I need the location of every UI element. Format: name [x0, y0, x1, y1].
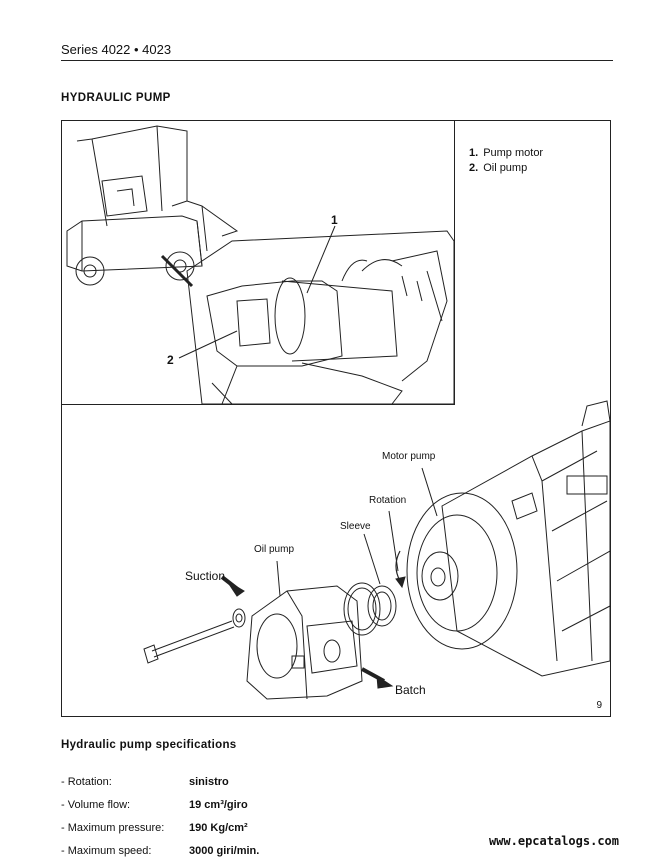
- figure-divider: [62, 404, 454, 405]
- label-motor-pump: Motor pump: [382, 451, 436, 462]
- section-title: HYDRAULIC PUMP: [61, 92, 171, 104]
- watermark: www.epcatalogs.com: [488, 834, 619, 848]
- motor-illustration: [406, 400, 610, 677]
- label-oil-pump: Oil pump: [254, 544, 295, 555]
- forklift-illustration: [66, 125, 239, 286]
- legend-item-pump-motor: 1.Pump motor: [469, 147, 544, 159]
- page-header-title: Series 4022 • 4023: [61, 42, 172, 57]
- spec-label: - Volume flow:: [61, 799, 131, 811]
- spec-label: - Maximum pressure:: [61, 822, 165, 834]
- oil-pump-illustration: [246, 585, 363, 700]
- label-batch: Batch: [395, 683, 426, 697]
- figure-number: 9: [596, 700, 602, 711]
- label-suction: Suction: [185, 569, 226, 583]
- label-rotation: Rotation: [369, 495, 407, 506]
- spec-value: 190 Kg/cm²: [189, 822, 248, 834]
- figure-box: 1.Pump motor 2.Oil pump 1 2 Motor pump R…: [61, 120, 611, 717]
- label-sleeve: Sleeve: [340, 521, 371, 532]
- callout-1: 1: [331, 213, 338, 227]
- spec-value: sinistro: [189, 776, 229, 788]
- legend-item-oil-pump: 2.Oil pump: [469, 162, 528, 174]
- spec-value: 3000 giri/min.: [189, 845, 260, 857]
- technical-drawing: [66, 125, 610, 700]
- motor-inset-view: [186, 230, 455, 405]
- spec-value: 19 cm³/giro: [189, 799, 248, 811]
- callout-2: 2: [167, 353, 174, 367]
- figure-legend: 1.Pump motor 2.Oil pump: [469, 146, 543, 176]
- spec-label: - Rotation:: [61, 776, 112, 788]
- header-rule: [61, 60, 613, 61]
- specs-title: Hydraulic pump specifications: [61, 739, 237, 751]
- spec-label: - Maximum speed:: [61, 845, 152, 857]
- legend-divider: [454, 121, 455, 405]
